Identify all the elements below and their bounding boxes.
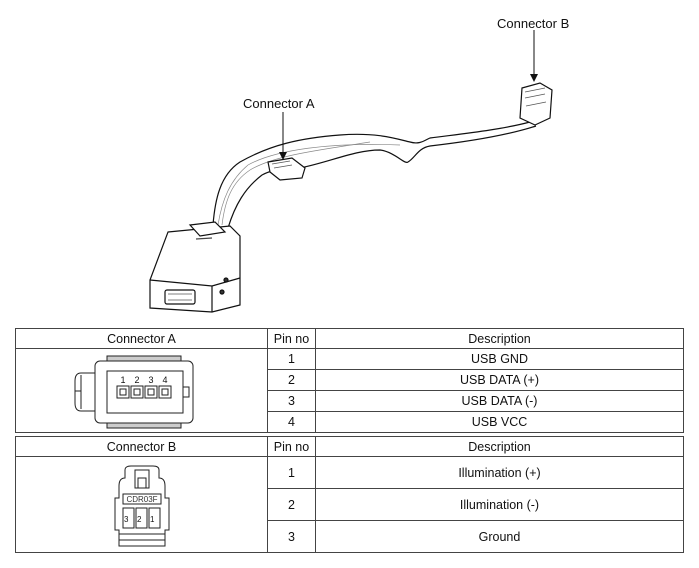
callout-connector-a: Connector A [243, 96, 315, 111]
harness-cable-lower [227, 125, 537, 229]
connector-b-pin-table: Connector B Pin no Description CDR03F [15, 436, 684, 553]
usb-harness-illustration [149, 30, 553, 313]
pin-description: Illumination (-) [315, 488, 684, 521]
pin-description: Illumination (+) [315, 456, 684, 489]
pin-label: 4 [162, 375, 167, 385]
pin-label: 1 [150, 515, 155, 524]
header-description: Description [315, 436, 684, 457]
header-connector: Connector B [15, 436, 268, 457]
pin-label: 3 [124, 515, 129, 524]
pin-number: 1 [267, 456, 316, 489]
table-row: 2 Illumination (-) [16, 488, 684, 521]
header-pin-no: Pin no [267, 436, 316, 457]
table-row: 3 Ground [16, 520, 684, 553]
connector-a-pin-table: Connector A Pin no Description [15, 328, 684, 433]
pin-label: 2 [134, 375, 139, 385]
pin-number: 2 [267, 488, 316, 521]
table-row: 1 2 3 4 1 USB GND [15, 348, 684, 433]
pin-number: 1 [267, 348, 316, 370]
callout-connector-b: Connector B [497, 16, 570, 31]
pin-label: 1 [120, 375, 125, 385]
connector-b-face-icon: CDR03F 3 2 1 [114, 465, 169, 546]
table-row: 4 USB VCC [16, 411, 684, 433]
pin-description: USB DATA (+) [315, 369, 684, 391]
header-pin-no: Pin no [267, 328, 316, 349]
pin-number: 3 [267, 390, 316, 412]
pin-description: USB DATA (-) [315, 390, 684, 412]
connector-part-label: CDR03F [126, 495, 157, 504]
pin-description: Ground [315, 520, 684, 553]
table-header-row: Connector B Pin no Description [15, 436, 684, 457]
header-description: Description [315, 328, 684, 349]
connector-a-diagram: 1 2 3 4 [15, 348, 268, 433]
table-header-row: Connector A Pin no Description [15, 328, 684, 349]
pin-description: USB GND [315, 348, 684, 370]
header-connector: Connector A [15, 328, 268, 349]
connector-a-face-icon: 1 2 3 4 [74, 355, 193, 428]
pin-number: 2 [267, 369, 316, 391]
pin-number: 4 [267, 411, 316, 433]
pin-label: 3 [148, 375, 153, 385]
pin-number: 3 [267, 520, 316, 553]
table-row: CDR03F 3 2 1 1 Illumination (+) [15, 456, 684, 553]
pin-label: 2 [137, 515, 142, 524]
harness-cable [212, 117, 539, 226]
pin-description: USB VCC [315, 411, 684, 433]
connector-b-diagram: CDR03F 3 2 1 [15, 456, 268, 553]
